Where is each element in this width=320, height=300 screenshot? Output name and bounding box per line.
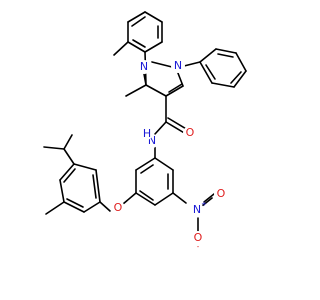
ether-linkage [99, 192, 137, 212]
nitrophenyl-ring [135, 144, 174, 206]
isopropyl-group [43, 134, 75, 165]
svg-text:N: N [174, 59, 182, 72]
svg-text:N: N [193, 203, 201, 216]
atom-amide-o: O [183, 126, 197, 140]
atom-ether-o: O [111, 201, 125, 215]
molecule-structure: N N N H O O N + O O [43, 11, 247, 251]
n-phenyl-ring [113, 11, 163, 56]
svg-text:N: N [140, 60, 148, 73]
structure-canvas: N N N H O O N + O O [43, 11, 247, 251]
svg-text:O: O [186, 126, 195, 139]
svg-text:+: + [201, 200, 207, 208]
atom-n2: N [171, 59, 185, 73]
atom-labels: N N N H O O N + O O [111, 59, 228, 251]
svg-text:N: N [148, 134, 156, 147]
svg-text:O: O [194, 231, 203, 244]
amide-group [154, 95, 189, 135]
nitro-group [172, 192, 215, 232]
isopropyl-methylphenyl-ring [59, 163, 101, 213]
svg-text:O: O [114, 201, 123, 214]
aryl-methyl-bond [45, 201, 65, 215]
c-phenyl-ring [175, 48, 247, 88]
svg-text:-: - [197, 243, 200, 251]
svg-text:O: O [217, 187, 226, 200]
methyl-bond [125, 84, 147, 97]
atom-nitro-n: N + [190, 200, 207, 217]
atom-nitro-o-minus: O - [191, 231, 205, 251]
svg-text:H: H [143, 127, 151, 140]
atom-nitro-o-double: O [214, 187, 228, 201]
atom-amide-n: N H [142, 127, 159, 148]
atom-n1: N [137, 60, 151, 74]
